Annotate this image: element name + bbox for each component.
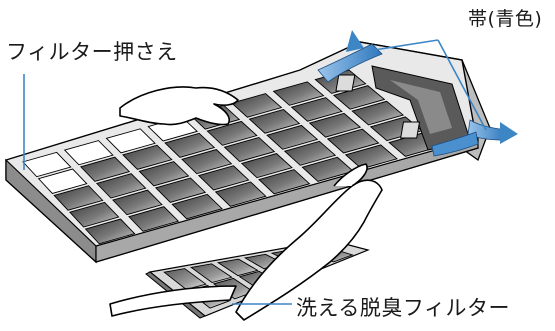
band-leader-line-2: [373, 39, 439, 51]
filter-cell: [105, 128, 156, 154]
band-leader-line-1: [437, 39, 487, 131]
filter-cell: [154, 177, 207, 203]
filter-cell: [216, 258, 259, 277]
filter-cell: [53, 185, 104, 211]
filter-cell: [171, 193, 223, 220]
filter-cell: [163, 268, 207, 290]
filter-cell: [266, 124, 319, 150]
leader-lines: [23, 39, 487, 305]
filter-cell: [37, 168, 88, 194]
filter-cell: [290, 97, 343, 122]
filter-cell: [326, 128, 380, 154]
filter-cell: [351, 100, 405, 126]
filter-cell: [164, 132, 216, 158]
filter-cell: [69, 201, 120, 228]
filter-cell: [181, 149, 233, 175]
filter-cell: [197, 165, 250, 191]
band-label: 帯(青色): [468, 8, 543, 30]
filter-cell: [308, 112, 362, 138]
filter-cell: [63, 140, 114, 166]
filter-cell: [22, 151, 72, 178]
filter-cell: [138, 161, 190, 187]
deodorizing-filter-label: 洗える脱臭フィルター: [296, 296, 510, 320]
filter-cell: [84, 218, 136, 245]
filter-cell: [248, 108, 301, 134]
filter-cell: [122, 144, 173, 170]
filter-cell: [79, 156, 131, 182]
filter-cell: [214, 181, 267, 207]
filter-cell: [344, 144, 398, 170]
filter-cell: [223, 136, 276, 162]
filter-cell: [240, 153, 293, 179]
filter-cell: [128, 206, 180, 232]
filter-cell: [272, 81, 325, 106]
blue-band: [317, 30, 518, 157]
filter-holder-label: フィルター押さえ: [6, 40, 178, 64]
filter-cell: [190, 263, 233, 283]
hands: [109, 86, 383, 321]
filter-cell: [258, 169, 311, 195]
filter-frame: [5, 41, 491, 264]
filter-cell: [332, 85, 386, 110]
filter-cell: [111, 189, 163, 216]
filter-cell: [206, 120, 258, 146]
filter-cell: [283, 140, 337, 166]
filter-cell: [95, 173, 147, 199]
filter-cell: [230, 93, 283, 118]
